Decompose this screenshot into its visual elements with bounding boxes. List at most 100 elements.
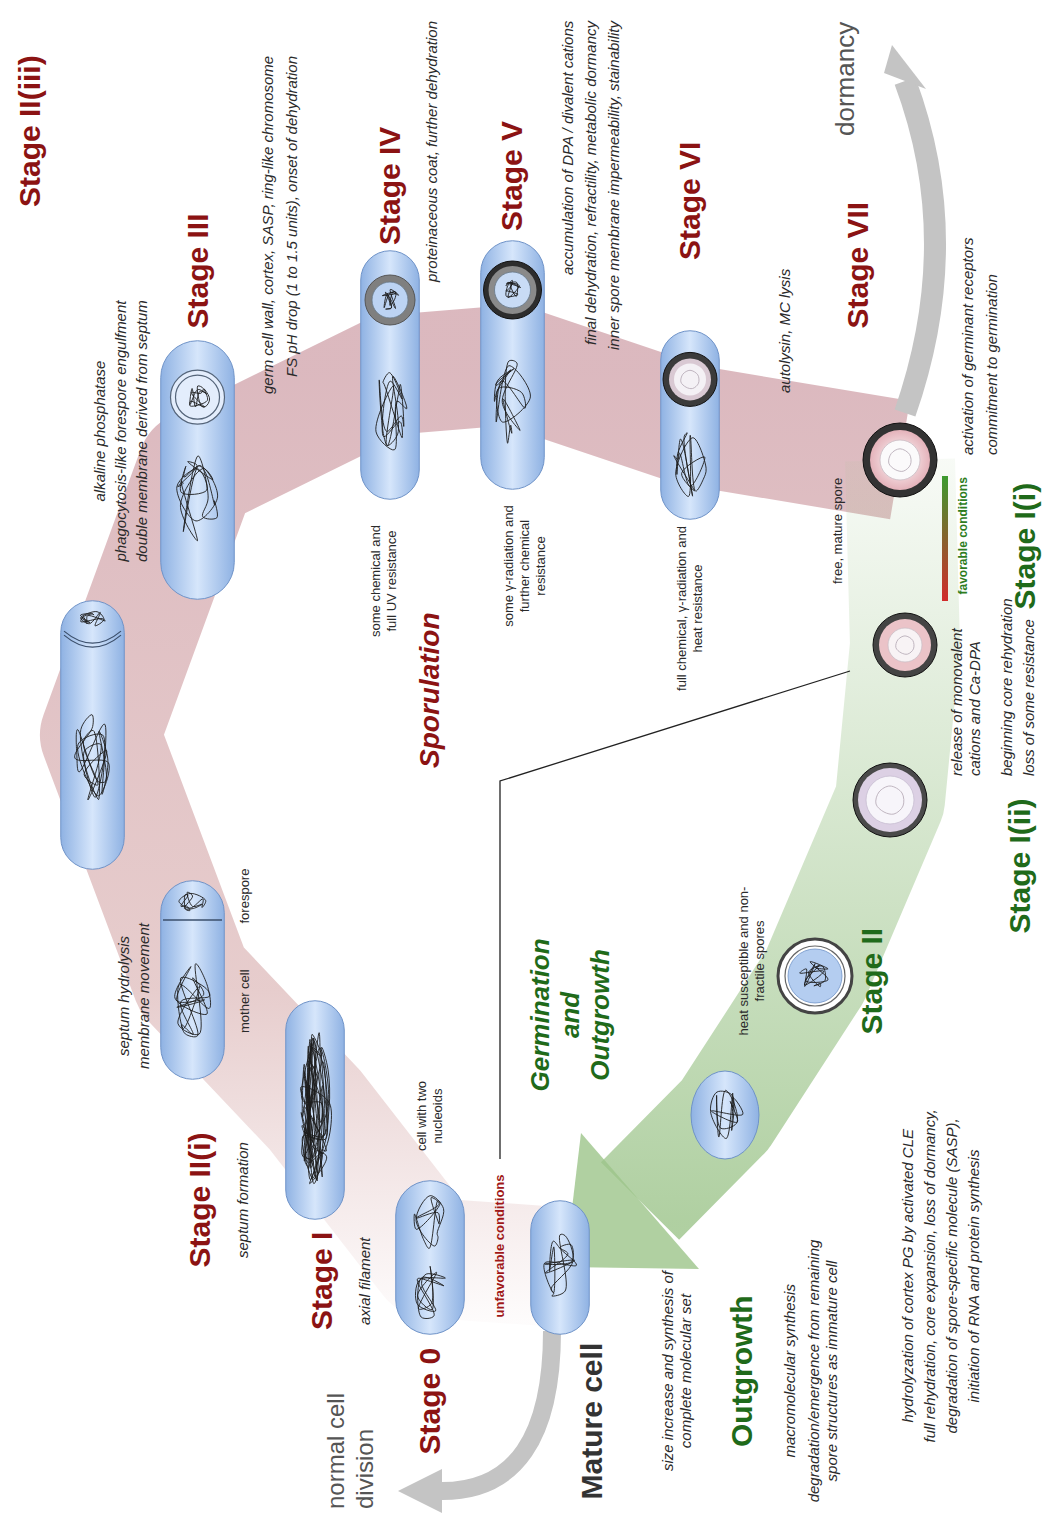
stage-heading-box: Stage II(i) bbox=[183, 1132, 217, 1267]
forespore-core bbox=[495, 272, 531, 308]
annotation-box: FS pH drop (1 to 1.5 units), onset of de… bbox=[283, 56, 301, 377]
cell-outline bbox=[530, 1200, 590, 1335]
annotation-label: degradation/emergence from remaining spo… bbox=[805, 1236, 841, 1506]
stage-heading: Mature cell bbox=[575, 1343, 609, 1500]
cell-outline bbox=[690, 1070, 760, 1160]
annotation-box: proteinaceous coat, further dehydration bbox=[423, 21, 441, 282]
annotation-box: full chemical, γ-radiation and heat resi… bbox=[674, 526, 706, 691]
division-arrow bbox=[442, 1331, 552, 1491]
annotation-box: normal cell division bbox=[321, 1369, 379, 1509]
cell-outline bbox=[160, 340, 235, 600]
annotation-label: FS pH drop (1 to 1.5 units), onset of de… bbox=[283, 56, 301, 377]
nucleoid bbox=[545, 1244, 575, 1273]
annotation-box: dormancy bbox=[830, 22, 861, 136]
nucleoid bbox=[809, 966, 826, 987]
annotation-box: initiation of RNA and protein synthesis bbox=[965, 1150, 983, 1403]
annotation-label: commitment to germination bbox=[983, 274, 1001, 455]
annotation-label: release of monovalent cations and Ca-DPA bbox=[948, 606, 984, 776]
cell-outline bbox=[285, 1000, 345, 1220]
annotation-label: hydrolyzation of cortex PG by activated … bbox=[899, 1129, 917, 1422]
cell-outline bbox=[395, 1180, 465, 1335]
septum bbox=[163, 919, 222, 921]
annotation-box: forespore bbox=[237, 869, 253, 924]
annotation-box: Germination and Outgrowth bbox=[525, 938, 615, 1091]
spore-core bbox=[681, 370, 699, 388]
annotation-box: final dehydration, refractility, metabol… bbox=[582, 21, 600, 345]
spore-core bbox=[896, 636, 914, 654]
nucleoid bbox=[81, 612, 104, 626]
stage-heading: Stage II(iii) bbox=[13, 55, 47, 207]
cell-node: Stage IV bbox=[360, 250, 420, 500]
nucleoid bbox=[711, 1098, 743, 1123]
annotation-box: axial filament bbox=[356, 1237, 374, 1325]
annotation-box: Sporulation bbox=[413, 612, 447, 768]
spore-coat bbox=[863, 423, 937, 497]
annotation-box: hydrolyzation of cortex PG by activated … bbox=[899, 1129, 917, 1422]
annotation-box: membrane movement bbox=[135, 923, 153, 1069]
cell-outline bbox=[396, 1181, 465, 1335]
nucleoid bbox=[190, 389, 210, 407]
cell-outline bbox=[531, 1201, 590, 1335]
spore-core bbox=[788, 949, 842, 1003]
annotation-box: full rehydration, core expansion, loss o… bbox=[921, 1109, 939, 1442]
annotation-label: septum hydrolysis bbox=[115, 936, 133, 1056]
spore-membrane bbox=[785, 946, 845, 1006]
spore-core bbox=[876, 786, 904, 814]
cell-outline bbox=[161, 881, 225, 1080]
annotation-box: degradation of spore-specific molecule (… bbox=[943, 1118, 961, 1433]
cell-outline bbox=[360, 250, 420, 500]
annotation-label: membrane movement bbox=[135, 923, 153, 1069]
stage-heading-box: Stage 0 bbox=[413, 1348, 447, 1455]
annotation-label: initiation of RNA and protein synthesis bbox=[965, 1150, 983, 1403]
annotation-label: macromolecular synthesis bbox=[781, 1284, 799, 1457]
annotation-box: septum formation bbox=[234, 1142, 252, 1258]
cell-node: Stage VI bbox=[660, 330, 720, 520]
nucleoid bbox=[710, 1091, 734, 1138]
annotation-label: proteinaceous coat, further dehydration bbox=[423, 21, 441, 282]
annotation-label: double membrane derived from septum bbox=[133, 300, 151, 562]
spore-coat bbox=[778, 939, 852, 1013]
nucleoid bbox=[496, 366, 530, 423]
spore-core bbox=[880, 440, 920, 480]
annotation-label: some γ-radiation and further chemical re… bbox=[501, 501, 549, 631]
nucleoid bbox=[544, 1241, 577, 1293]
annotation-box: germ cell wall, cortex, SASP, ring-like … bbox=[259, 56, 277, 394]
annotation-box: activation of germinant receptors bbox=[959, 237, 977, 455]
annotation-label: degradation of spore-specific molecule (… bbox=[943, 1118, 961, 1433]
nucleoid bbox=[376, 376, 407, 450]
stage-heading-box: Stage I(ii) bbox=[1003, 798, 1037, 933]
spore-cortex bbox=[879, 619, 931, 671]
annotation-box: alkaline phosphatase bbox=[91, 361, 109, 502]
forespore-core bbox=[372, 282, 408, 318]
stage-heading: Stage VI bbox=[673, 142, 707, 260]
annotation-label: inner spore membrane impermeability, sta… bbox=[605, 21, 623, 350]
annotation-box: mother cell bbox=[237, 969, 253, 1033]
annotation-box: septum hydrolysis bbox=[115, 936, 133, 1056]
dormancy-arrow bbox=[905, 81, 935, 413]
annotation-label: heat susceptible and non-fractile spores bbox=[736, 886, 768, 1036]
nucleoid bbox=[415, 1274, 445, 1312]
cell-outline bbox=[61, 601, 125, 870]
stage-heading-box: Stage III bbox=[181, 213, 215, 328]
nucleoid bbox=[507, 282, 521, 297]
nucleoid bbox=[179, 893, 206, 908]
spore-coat bbox=[853, 763, 927, 837]
annotation-box: cell with two nucleoids bbox=[414, 1066, 446, 1166]
spore-node: Stage I(i) bbox=[872, 612, 938, 678]
cell-outline bbox=[691, 1071, 759, 1159]
spore-core bbox=[889, 449, 912, 472]
stage-heading-box: Mature cell bbox=[575, 1343, 609, 1500]
spore-core bbox=[888, 628, 922, 662]
nucleoid bbox=[304, 1038, 329, 1177]
stage-heading: Stage I(i) bbox=[1008, 483, 1042, 610]
stage-heading-box: Stage VI bbox=[673, 142, 707, 260]
annotation-box: unfavorable conditions bbox=[492, 1174, 508, 1317]
stage-heading-box: Stage II bbox=[855, 928, 889, 1035]
annotation-label: alkaline phosphatase bbox=[91, 361, 109, 502]
conditions-bar bbox=[942, 476, 948, 601]
stage-heading-box: Stage V bbox=[495, 121, 529, 231]
spore-node: Stage II bbox=[777, 938, 853, 1014]
stage-heading-box: Stage I(i) bbox=[1008, 483, 1042, 610]
annotation-box: inner spore membrane impermeability, sta… bbox=[605, 21, 623, 350]
germination-band bbox=[640, 460, 905, 1201]
